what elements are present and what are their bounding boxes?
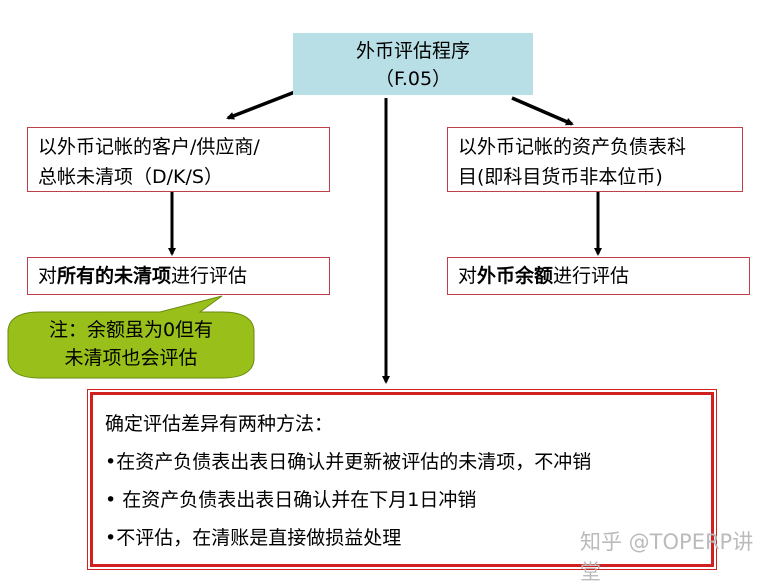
method-item: •不评估，在清账是直接做损益处理 [105,527,402,549]
process-title-box: 外币评估程序 （F.05） [293,33,533,95]
method-item: •在资产负债表出表日确认并更新被评估的未清项，不冲销 [105,451,592,473]
methods-heading: 确定评估差异有两种方法： [105,413,334,435]
text: 进行评估 [553,265,630,287]
bold-text: 所有的未清项 [57,265,172,287]
text-line: 以外币记帐的客户/供应商/ [38,136,260,158]
text-line: 未清项也会评估 [64,347,198,369]
text-line: 目(即科目货币非本位币) [458,166,663,188]
process-title: 外币评估程序 [355,40,470,62]
text-line: 以外币记帐的资产负债表科 [458,136,687,158]
method-item: • 在资产负债表出表日确认并在下月1日冲销 [105,489,477,511]
connector-arrows [7,88,602,384]
text: 对 [458,265,478,287]
text-line: 注：余额虽为0但有 [48,319,214,341]
arrow-to-right-branch [511,96,574,126]
callout-bubble [7,295,255,379]
text: 进行评估 [171,265,248,287]
text: 对 [38,265,58,287]
watermark: 知乎 @TOPERP讲堂 [580,530,754,584]
text-line: 总帐未清项（D/K/S） [38,166,223,188]
evaluate-balance-box: 对外币余额进行评估 [447,257,750,295]
arrow-to-left-branch [226,88,301,120]
open-items-box: 以外币记帐的客户/供应商/ 总帐未清项（D/K/S） [27,127,330,192]
note-callout: 注：余额虽为0但有 未清项也会评估 [12,312,250,374]
methods-box: 确定评估差异有两种方法： •在资产负债表出表日确认并更新被评估的未清项，不冲销 … [87,389,717,570]
process-code: （F.05） [374,68,452,90]
evaluate-open-items-box: 对所有的未清项进行评估 [27,257,330,295]
bold-text: 外币余额 [477,265,554,287]
gl-accounts-box: 以外币记帐的资产负债表科 目(即科目货币非本位币) [447,127,743,192]
